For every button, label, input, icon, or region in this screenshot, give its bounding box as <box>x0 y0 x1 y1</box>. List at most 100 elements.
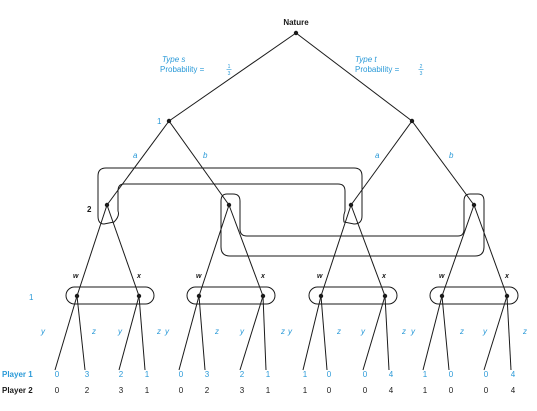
yz-label: z <box>91 327 96 336</box>
action-b-right: b <box>449 151 454 160</box>
yz-label: y <box>360 327 366 336</box>
terminal-edge <box>239 295 264 371</box>
payoff-player2: 4 <box>389 386 394 395</box>
player2-node <box>471 202 477 208</box>
payoff-player2: 1 <box>423 386 428 395</box>
player1-second-node <box>439 293 445 299</box>
decision-nodes <box>74 30 510 299</box>
terminal-edge <box>54 295 78 371</box>
yz-label: y <box>117 327 123 336</box>
player2-edge <box>473 204 508 297</box>
player1-second-node <box>136 293 142 299</box>
payoff-player1: 4 <box>389 370 394 379</box>
player2-edge <box>76 204 108 297</box>
player2-edge <box>228 204 264 297</box>
payoff-player1: 2 <box>240 370 245 379</box>
player1-second-node <box>504 293 510 299</box>
action-w-1: w <box>73 273 79 280</box>
player2-label: 2 <box>87 205 92 214</box>
yz-label: z <box>336 327 341 336</box>
payoff-player1: 0 <box>327 370 332 379</box>
payoff-player2: 0 <box>55 386 60 395</box>
payoff-player1: 2 <box>119 370 124 379</box>
action-x-4: x <box>504 273 510 280</box>
player1-node <box>409 118 415 124</box>
type-s-prob-num: 1 <box>228 64 231 70</box>
yz-label: z <box>156 327 161 336</box>
player2-edge <box>350 204 386 297</box>
payoff-label-player2: Player 2 <box>2 386 33 395</box>
payoff-player1: 0 <box>484 370 489 379</box>
payoff-player1: 1 <box>303 370 308 379</box>
terminal-edge <box>422 295 443 371</box>
player2-edge <box>441 204 475 297</box>
player2-node <box>348 202 354 208</box>
action-x-1: x <box>136 273 142 280</box>
action-w-3: w <box>317 273 323 280</box>
payoff-player1: 0 <box>179 370 184 379</box>
type-s-prob-prefix: Probability = <box>160 65 205 74</box>
terminal-edge <box>118 295 140 371</box>
terminal-edge <box>262 295 267 371</box>
player2-infoset-b <box>220 193 485 257</box>
payoff-player2: 0 <box>484 386 489 395</box>
payoff-player2: 0 <box>449 386 454 395</box>
information-sets <box>65 167 519 305</box>
payoff-player2: 2 <box>205 386 210 395</box>
player1-second-node <box>196 293 202 299</box>
terminal-edge <box>76 295 86 371</box>
terminal-edge <box>198 295 206 371</box>
payoff-player2: 3 <box>240 386 245 395</box>
yz-label: z <box>280 327 285 336</box>
player1-edge <box>106 120 170 206</box>
type-s-label: Type s <box>162 55 185 64</box>
payoff-label-player1: Player 1 <box>2 370 33 379</box>
nature-node <box>293 30 299 36</box>
action-x-2: x <box>260 273 266 280</box>
player1-edge <box>411 120 475 206</box>
player1-second-node <box>74 293 80 299</box>
yz-label: z <box>459 327 464 336</box>
yz-label: z <box>401 327 406 336</box>
type-s-prob-den: 3 <box>228 71 231 77</box>
player1-infoset <box>65 286 155 305</box>
payoff-player1: 0 <box>55 370 60 379</box>
action-a-left: a <box>133 151 138 160</box>
terminal-edge <box>384 295 390 371</box>
type-t-label: Type t <box>355 55 377 64</box>
payoff-player1: 0 <box>363 370 368 379</box>
payoff-player1: 1 <box>266 370 271 379</box>
yz-action-labels: y z y z y z y z y z y z y z y z <box>40 327 527 336</box>
terminal-edge <box>483 295 508 371</box>
root-label: Nature <box>283 18 309 27</box>
player1-edge <box>350 120 413 206</box>
player1-node <box>166 118 172 124</box>
player1-infoset <box>429 286 519 305</box>
action-w-2: w <box>196 273 202 280</box>
player2-infoset-a <box>97 167 363 225</box>
payoff-player2: 0 <box>363 386 368 395</box>
payoff-player2: 1 <box>145 386 150 395</box>
yz-label: y <box>410 327 416 336</box>
payoff-player2: 4 <box>511 386 516 395</box>
payoff-player2: 3 <box>119 386 124 395</box>
yz-label: y <box>239 327 245 336</box>
payoff-player1: 4 <box>511 370 516 379</box>
terminal-edge <box>506 295 512 371</box>
type-t-prob-prefix: Probability = <box>355 65 400 74</box>
player1-second-node <box>260 293 266 299</box>
action-x-3: x <box>381 273 387 280</box>
payoff-player1: 3 <box>205 370 210 379</box>
nature-branch-edge <box>295 32 413 122</box>
yz-label: z <box>522 327 527 336</box>
player1-second-node <box>382 293 388 299</box>
player1-node-label: 1 <box>157 117 162 126</box>
player1-edge <box>168 120 230 206</box>
player2-node <box>226 202 232 208</box>
tree-edges <box>54 32 512 371</box>
yz-label: y <box>482 327 488 336</box>
terminal-edge <box>362 295 386 371</box>
player1-second-node <box>318 293 324 299</box>
